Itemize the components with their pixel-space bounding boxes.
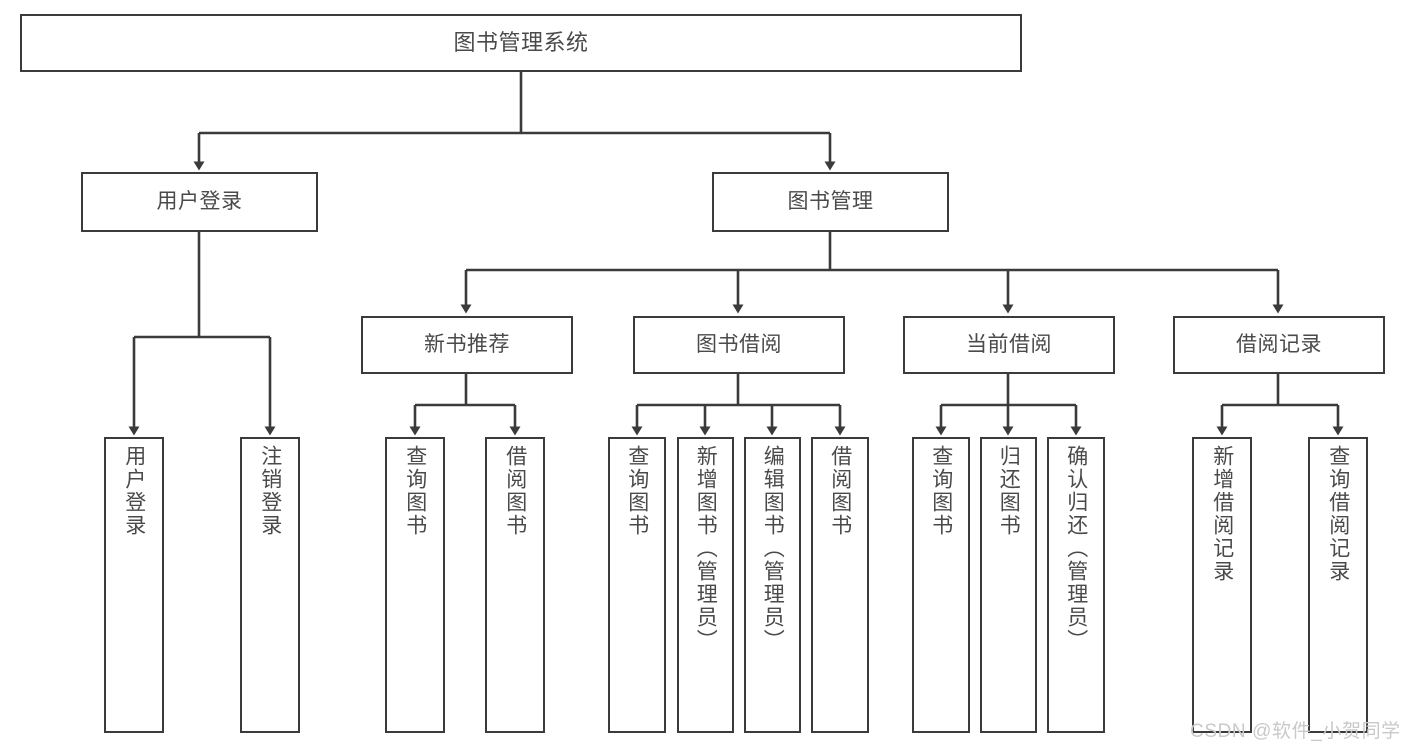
node-label-leaf-user-login: 用户登录 (122, 445, 146, 537)
node-leaf-return-book[interactable]: 归还图书 (980, 437, 1037, 733)
node-label-system-root: 图书管理系统 (453, 30, 589, 56)
node-label-leaf-borrow-book-1: 借阅图书 (503, 445, 527, 537)
node-leaf-query-record[interactable]: 查询借阅记录 (1308, 437, 1368, 733)
node-new-book-recommend[interactable]: 新书推荐 (361, 316, 573, 374)
node-leaf-edit-book[interactable]: 编辑图书（管理员） (744, 437, 801, 733)
node-label-new-book-recommend: 新书推荐 (424, 332, 510, 356)
node-label-borrow-record: 借阅记录 (1236, 332, 1322, 356)
node-leaf-logout[interactable]: 注销登录 (240, 437, 300, 733)
node-label-book-manage: 图书管理 (787, 189, 874, 213)
node-leaf-user-login[interactable]: 用户登录 (104, 437, 164, 733)
node-leaf-query-book-3[interactable]: 查询图书 (912, 437, 970, 733)
node-current-borrow[interactable]: 当前借阅 (903, 316, 1115, 374)
node-label-leaf-confirm-return: 确认归还（管理员） (1064, 445, 1088, 652)
node-book-manage[interactable]: 图书管理 (712, 172, 949, 232)
node-user-login[interactable]: 用户登录 (81, 172, 318, 232)
node-label-current-borrow: 当前借阅 (966, 332, 1052, 356)
node-label-leaf-return-book: 归还图书 (997, 445, 1021, 537)
node-label-leaf-query-record: 查询借阅记录 (1326, 445, 1350, 583)
node-label-leaf-borrow-book-2: 借阅图书 (828, 445, 852, 537)
csdn-watermark: CSDN @软件_小贺同学 (1190, 721, 1401, 742)
node-label-leaf-query-book-2: 查询图书 (625, 445, 649, 537)
node-leaf-add-record[interactable]: 新增借阅记录 (1192, 437, 1252, 733)
node-leaf-borrow-book-2[interactable]: 借阅图书 (811, 437, 869, 733)
node-leaf-borrow-book-1[interactable]: 借阅图书 (485, 437, 545, 733)
node-book-borrow[interactable]: 图书借阅 (633, 316, 845, 374)
node-label-user-login: 用户登录 (156, 189, 243, 213)
node-leaf-query-book-2[interactable]: 查询图书 (608, 437, 666, 733)
node-label-leaf-add-book: 新增图书（管理员） (694, 445, 718, 652)
node-label-leaf-edit-book: 编辑图书（管理员） (761, 445, 785, 652)
node-label-book-borrow: 图书借阅 (696, 332, 782, 356)
node-borrow-record[interactable]: 借阅记录 (1173, 316, 1385, 374)
node-label-leaf-query-book-1: 查询图书 (403, 445, 427, 537)
node-leaf-add-book[interactable]: 新增图书（管理员） (677, 437, 734, 733)
node-leaf-query-book-1[interactable]: 查询图书 (385, 437, 445, 733)
node-label-leaf-add-record: 新增借阅记录 (1210, 445, 1234, 583)
node-system-root[interactable]: 图书管理系统 (20, 14, 1022, 72)
node-leaf-confirm-return[interactable]: 确认归还（管理员） (1047, 437, 1105, 733)
node-label-leaf-query-book-3: 查询图书 (929, 445, 953, 537)
node-label-leaf-logout: 注销登录 (258, 445, 282, 537)
